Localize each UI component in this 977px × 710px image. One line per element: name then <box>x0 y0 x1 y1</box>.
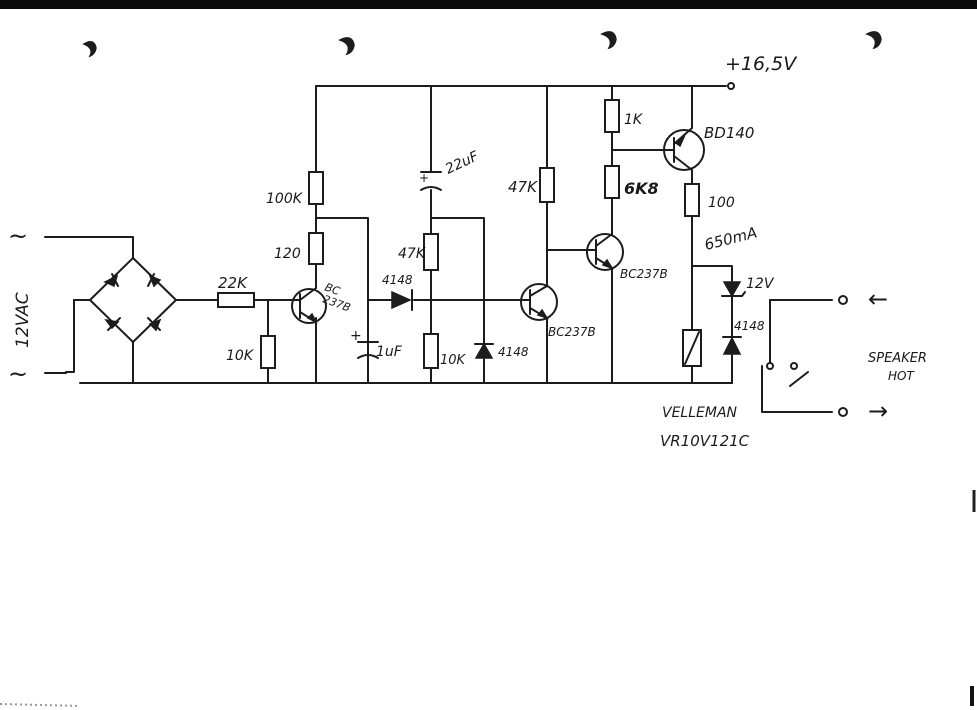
capacitor-22uf: + <box>419 171 442 191</box>
transistor-q3 <box>586 233 624 271</box>
resistor-47k-mid <box>423 233 439 271</box>
label-zener: 12V <box>746 276 775 292</box>
capacitor-1uf: + <box>350 328 379 359</box>
label-47k-mid: 47K <box>398 246 427 262</box>
diode-4148-series <box>391 289 413 311</box>
scan-noise <box>0 703 81 707</box>
supply-voltage-label: +16,5V <box>725 53 798 75</box>
label-100k: 100K <box>266 191 304 207</box>
label-10k-left: 10K <box>226 348 255 364</box>
resistor-100 <box>684 183 700 217</box>
relay-label-line2: VR10V121C <box>660 432 750 450</box>
ac-tilde-top: ~ <box>8 222 28 250</box>
label-1uf: 1uF <box>376 344 403 360</box>
svg-text:+: + <box>419 171 429 185</box>
resistor-6k8 <box>604 165 620 199</box>
resistor-120 <box>308 232 324 265</box>
resistor-10k-mid <box>423 333 439 369</box>
resistor-22k <box>217 292 255 308</box>
resistor-100k <box>308 171 324 205</box>
label-current: 650mA <box>703 223 759 253</box>
speaker-label-line1: SPEAKER <box>868 351 927 366</box>
arrow-out-icon: → <box>868 397 888 425</box>
transistor-q1 <box>291 287 327 324</box>
label-6k8: 6K8 <box>624 179 659 198</box>
ac-tilde-bottom: ~ <box>8 360 28 388</box>
diode-4148-shunt <box>474 342 494 359</box>
bridge-rectifier <box>103 273 162 332</box>
svg-text:+: + <box>350 328 362 344</box>
label-d3: 4148 <box>734 319 765 333</box>
relay-coil <box>682 329 702 367</box>
speaker-label-line2: HOT <box>888 369 915 383</box>
arrow-in-icon: ← <box>868 285 888 313</box>
relay-terminals <box>727 82 848 417</box>
resistor-1k <box>604 99 620 133</box>
label-1k: 1K <box>624 112 644 128</box>
label-10k-mid: 10K <box>440 353 467 368</box>
resistor-10k-left <box>260 335 276 369</box>
label-q4: BD140 <box>704 124 754 142</box>
relay-label-line1: VELLEMAN <box>662 405 738 421</box>
label-d2: 4148 <box>498 345 529 359</box>
transistor-q4 <box>663 127 705 171</box>
input-voltage-label: 12VAC <box>13 292 33 348</box>
label-q1-line1: BC <box>323 281 342 299</box>
scan-edge <box>0 0 977 9</box>
label-d1: 4148 <box>382 273 413 287</box>
zener-12v <box>721 281 746 298</box>
label-100: 100 <box>708 195 735 211</box>
diode-4148-relay <box>722 336 742 355</box>
label-q3: BC237B <box>620 267 668 281</box>
binder-marks <box>82 31 882 58</box>
label-120: 120 <box>274 246 301 262</box>
label-47k-right: 47K <box>508 178 538 196</box>
wiring <box>44 85 833 413</box>
transistor-q2 <box>519 283 558 321</box>
resistor-47k-right <box>539 167 555 203</box>
label-22uf: 22uF <box>443 148 482 178</box>
label-22k: 22K <box>218 274 248 292</box>
label-q2: BC237B <box>548 325 596 339</box>
